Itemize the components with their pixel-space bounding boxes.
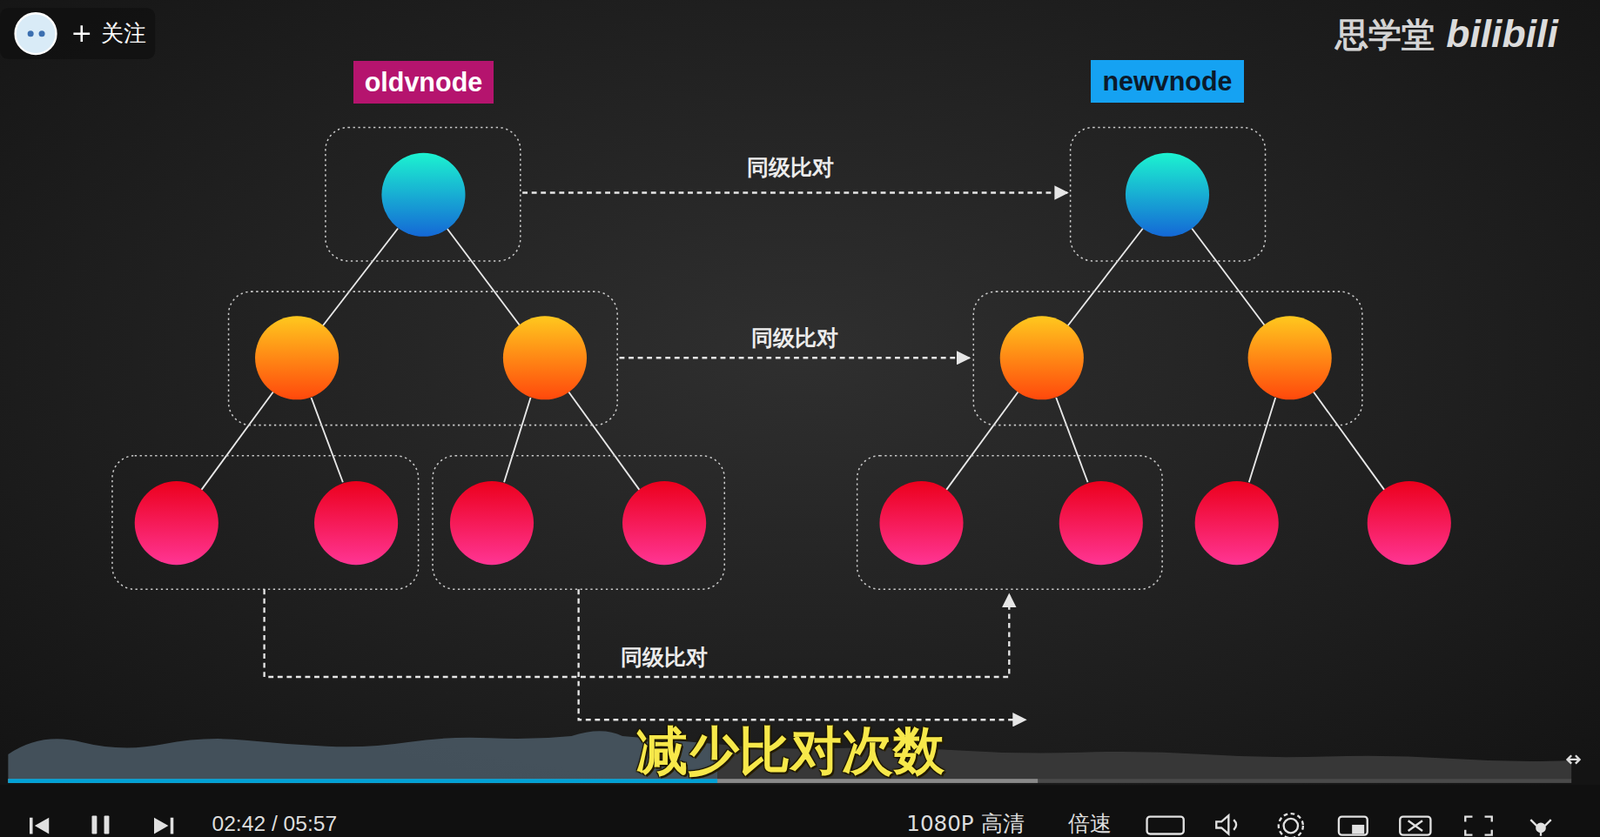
progress-played [7, 779, 718, 784]
tree-circles [134, 153, 1452, 565]
follow-pill [0, 7, 155, 60]
player-icons [1147, 813, 1552, 837]
old-tree-tag: oldvnode [353, 60, 495, 104]
scrub-icon [1566, 755, 1580, 764]
tag-text: oldvnode [364, 67, 484, 98]
compare-label: 同级比对 [751, 326, 839, 351]
quality-button: 1080P 高清 [906, 812, 1024, 837]
player-controls [29, 815, 174, 834]
tree-lines [201, 228, 1385, 491]
avatar-eye [39, 30, 46, 37]
avatar-eye [27, 30, 34, 37]
time-display: 02:42 / 05:57 [212, 812, 338, 837]
subtitle: 减少比对次数 [636, 722, 945, 781]
control-bar [0, 785, 1600, 837]
site-logo: bilibili [1445, 11, 1559, 56]
channel-watermark: 思学堂 [1335, 16, 1435, 54]
compare-label: 同级比对 [746, 155, 834, 181]
tag-text: newvnode [1102, 66, 1232, 97]
level-boxes [112, 127, 1363, 590]
waveform-played [7, 731, 718, 780]
avatar [15, 13, 57, 54]
follow-button: 关注 [100, 20, 147, 48]
plus-icon [73, 25, 90, 42]
new-tree-tag: newvnode [1090, 60, 1244, 103]
compare-label: 同级比对 [620, 645, 708, 671]
speed-button: 倍速 [1068, 812, 1112, 837]
compare-arrows [264, 192, 1069, 720]
